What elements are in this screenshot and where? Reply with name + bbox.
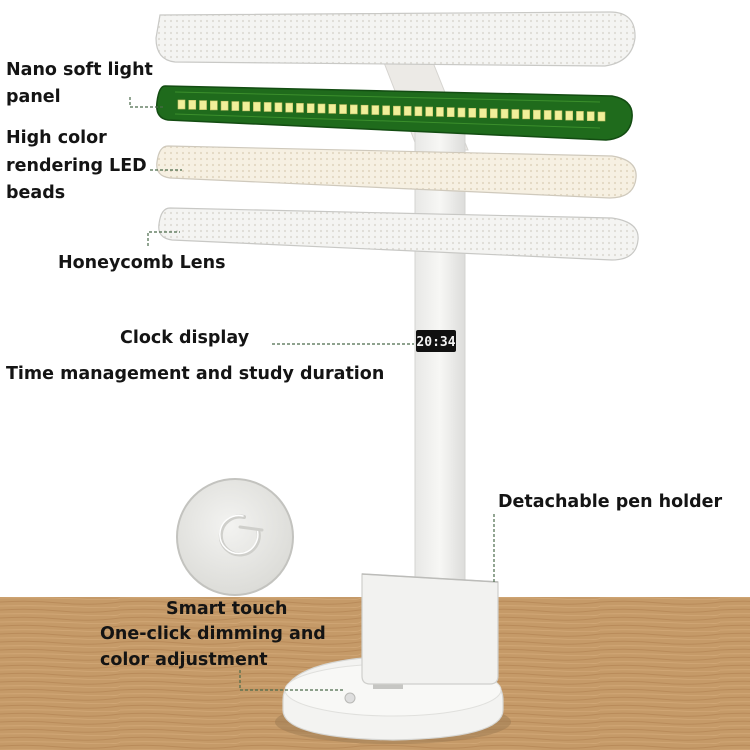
- clock-display: [416, 330, 456, 352]
- label-led-beads-line2: rendering LED: [6, 156, 147, 176]
- label-honeycomb-lens: Honeycomb Lens: [58, 253, 226, 273]
- led-bead: [177, 99, 186, 110]
- led-pcb-board: [155, 85, 633, 141]
- led-bead: [468, 108, 477, 118]
- smart-touch-zoom: [176, 478, 294, 596]
- led-bead: [350, 104, 358, 115]
- led-bead: [306, 103, 315, 113]
- label-smart-touch-line3: color adjustment: [100, 650, 268, 670]
- led-bead: [500, 108, 509, 119]
- led-bead: [576, 111, 584, 121]
- led-bead: [436, 107, 444, 117]
- led-bead: [554, 110, 563, 121]
- leader-lines: [129, 97, 495, 691]
- led-beads-layer: [156, 145, 637, 199]
- led-bead: [371, 105, 380, 115]
- led-bead: [522, 109, 530, 120]
- base-touch-button[interactable]: [344, 692, 356, 704]
- led-bead: [199, 100, 207, 110]
- led-bead: [543, 110, 552, 120]
- led-bead: [274, 102, 283, 113]
- led-bead: [479, 108, 487, 118]
- led-bead: [263, 102, 272, 112]
- led-bead: [242, 101, 250, 112]
- led-bead: [446, 107, 455, 117]
- label-led-beads-line1: High color: [6, 128, 107, 148]
- label-nano-panel-line2: panel: [6, 87, 61, 107]
- label-smart-touch-line2: One-click dimming and: [100, 624, 326, 644]
- led-bead: [393, 105, 401, 116]
- led-bead: [457, 107, 466, 118]
- led-bead: [317, 103, 326, 114]
- led-bead: [403, 106, 412, 116]
- led-bead: [586, 111, 595, 121]
- led-bead: [328, 104, 337, 114]
- led-bead: [296, 103, 304, 113]
- led-bead: [360, 104, 369, 115]
- led-bead: [285, 102, 293, 113]
- led-bead: [210, 100, 218, 111]
- label-smart-touch-line1: Smart touch: [166, 599, 288, 619]
- led-bead: [511, 109, 520, 119]
- pen-holder[interactable]: [361, 573, 499, 685]
- led-bead: [414, 106, 423, 117]
- clock-digits: 20:34: [416, 335, 455, 350]
- label-led-beads-line3: beads: [6, 183, 66, 203]
- led-bead: [490, 108, 498, 119]
- led-bead: [425, 106, 433, 117]
- label-clock-display: Clock display: [120, 328, 250, 348]
- power-touch-icon[interactable]: [218, 514, 264, 557]
- led-bead: [597, 111, 606, 122]
- led-bead: [339, 104, 347, 114]
- led-bead: [533, 109, 541, 120]
- led-bead: [220, 100, 229, 111]
- label-pen-holder: Detachable pen holder: [498, 492, 723, 512]
- led-bead: [253, 101, 261, 112]
- led-bead: [231, 101, 240, 111]
- honeycomb-lens-layer: [158, 207, 639, 261]
- led-bead: [565, 110, 573, 121]
- label-time-management: Time management and study duration: [6, 364, 385, 384]
- top-light-panel: [155, 11, 636, 67]
- base-logo-mark: [373, 683, 403, 689]
- led-bead: [188, 100, 197, 110]
- label-nano-panel-line1: Nano soft light: [6, 60, 153, 80]
- led-bead: [382, 105, 390, 116]
